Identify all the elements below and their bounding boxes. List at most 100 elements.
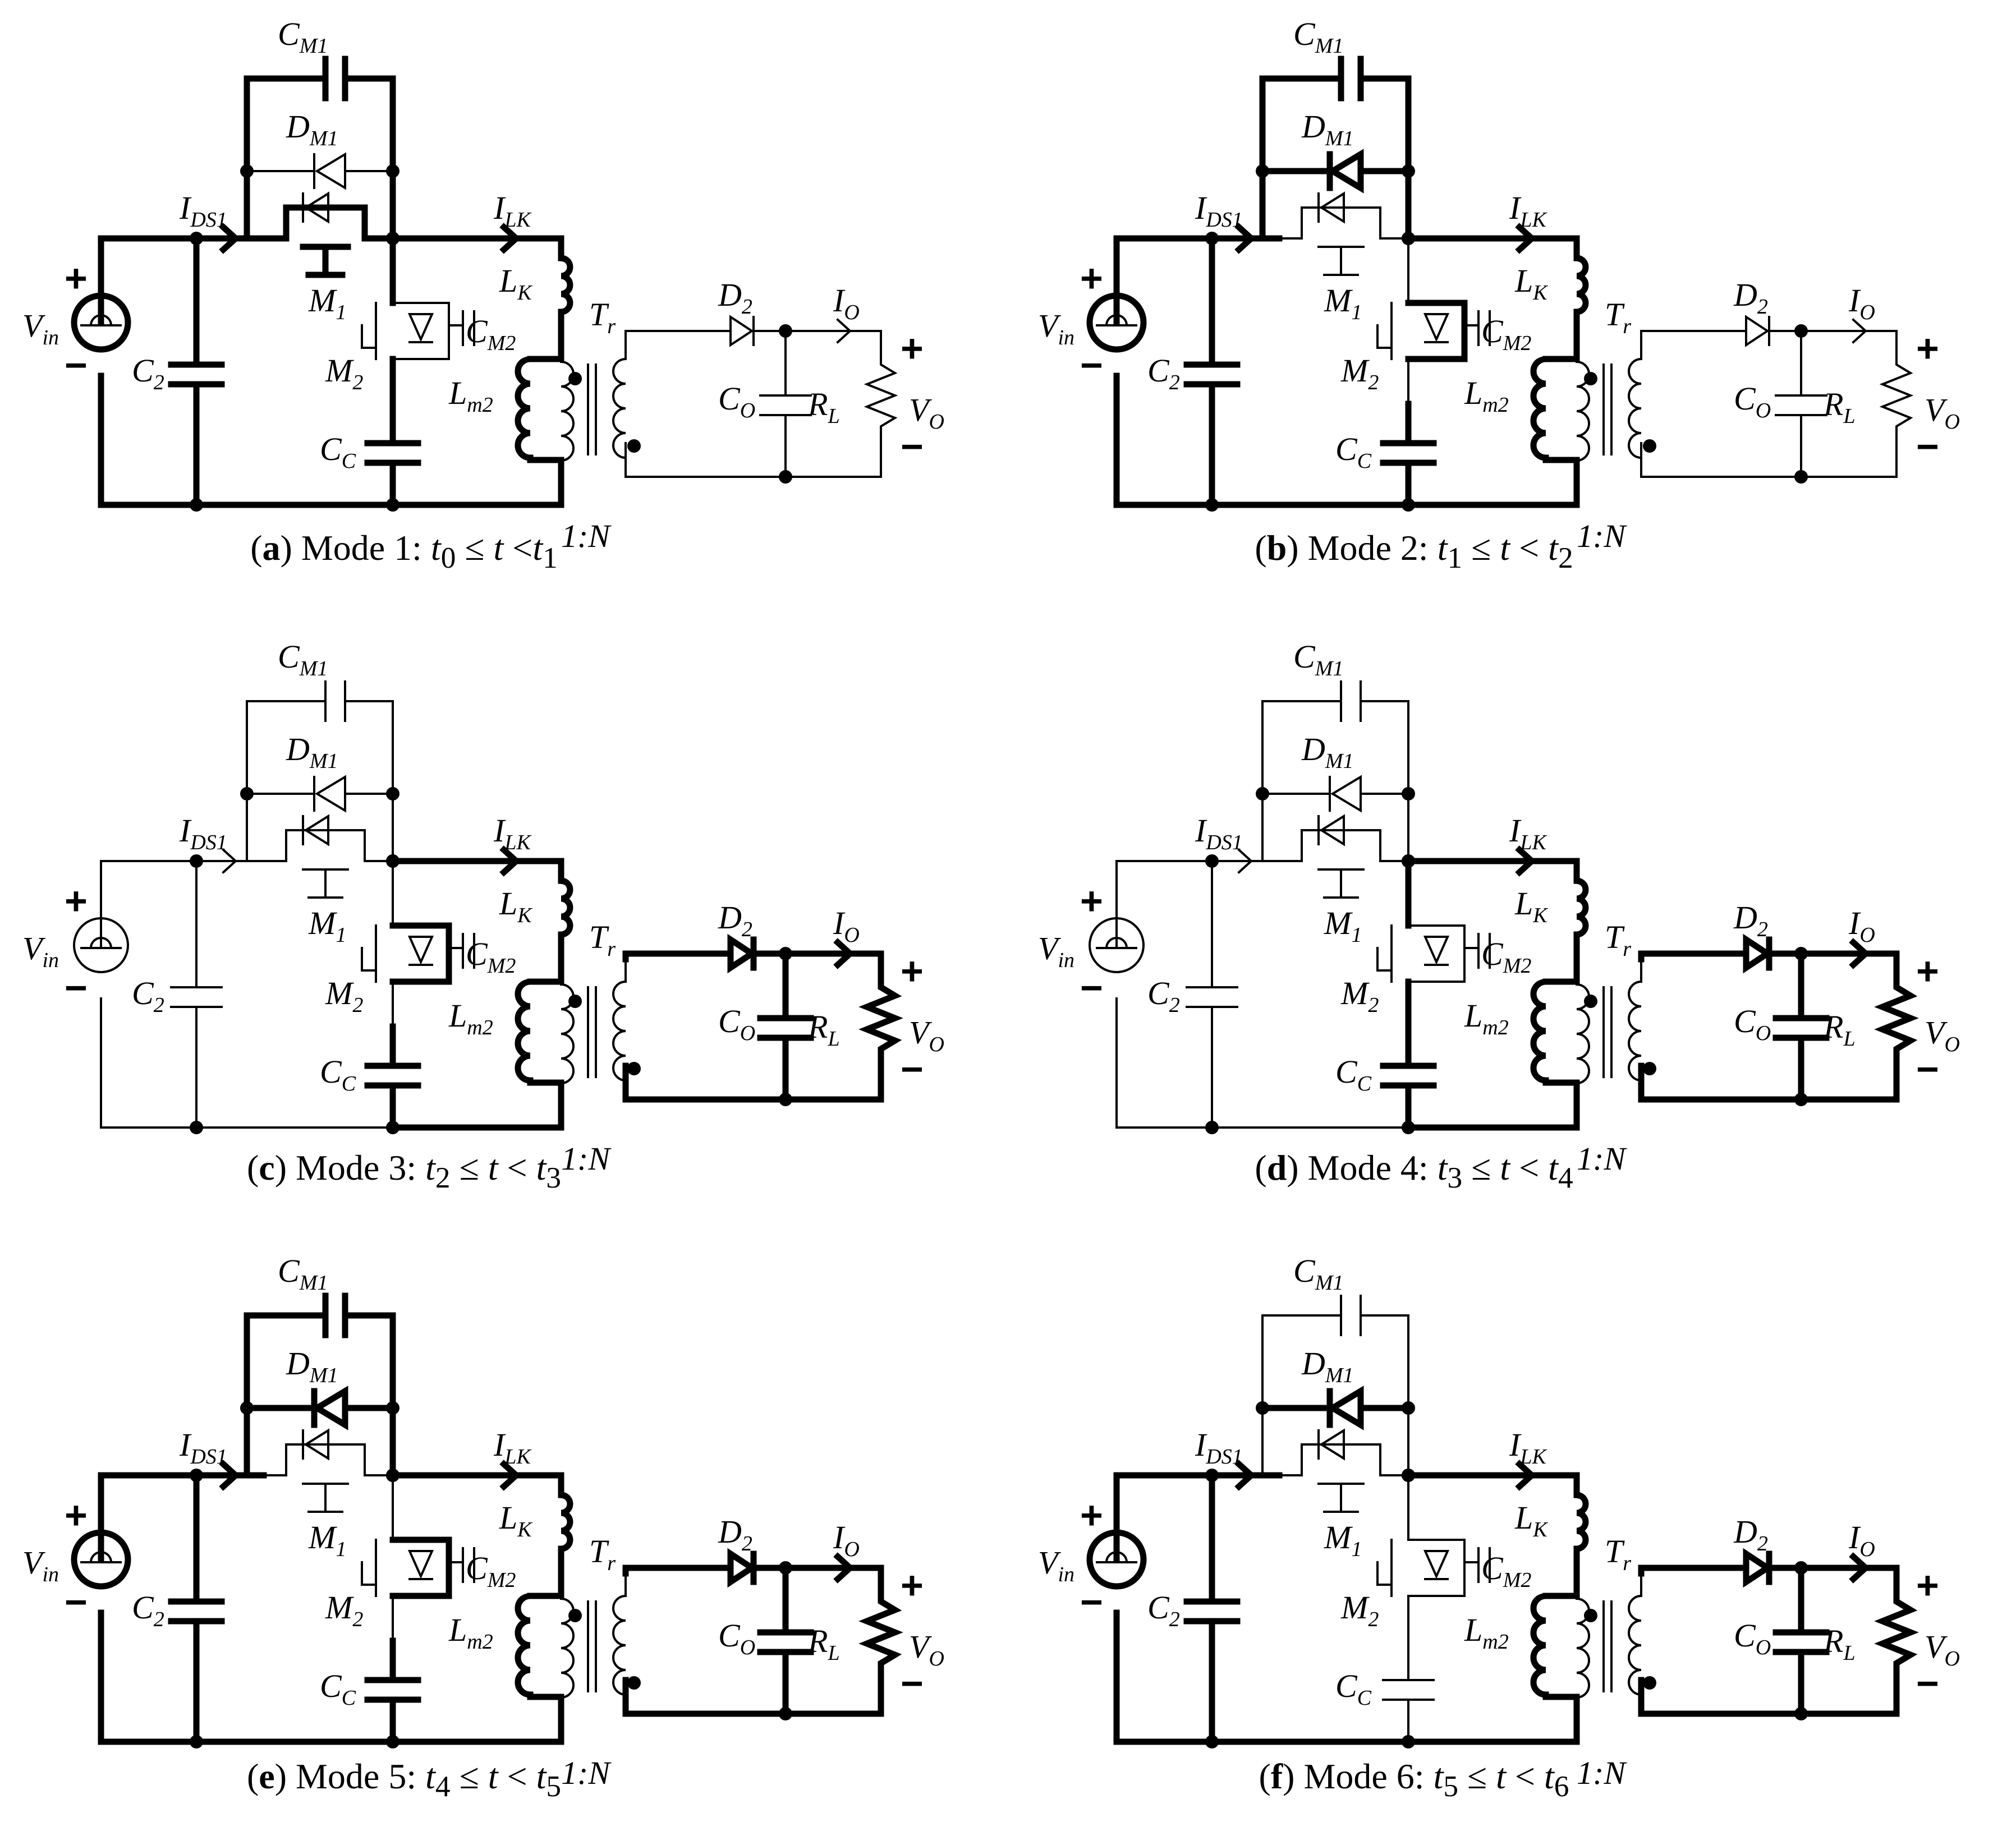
vin-source-symbol <box>80 1544 122 1564</box>
tr-dot-primary <box>568 1609 582 1622</box>
cm1-plates <box>1340 680 1362 722</box>
tr-label: Tr <box>589 296 616 338</box>
vo-minus: − <box>901 1662 924 1705</box>
dm1-diode <box>311 1386 348 1430</box>
turns-ratio-label: 1:N <box>1577 1140 1627 1177</box>
m2-body <box>1405 300 1468 362</box>
cm2-label: CM2 <box>1481 313 1531 355</box>
ids1-arrow <box>219 223 241 254</box>
m1-label: M1 <box>308 282 346 324</box>
tr-dot-secondary <box>627 1062 641 1075</box>
dm1-label: DM1 <box>286 1345 338 1387</box>
m2-body-diode <box>1423 936 1450 966</box>
c2-label: C2 <box>1147 352 1180 394</box>
sec-bot <box>1638 1062 1900 1103</box>
caption-mode: Mode 5: <box>296 1756 417 1796</box>
lk-to-lm2 <box>527 1559 564 1599</box>
d2-diode <box>727 933 758 974</box>
dm1-diode <box>313 775 346 813</box>
m1-switch <box>1278 206 1409 276</box>
vo-minus: − <box>1916 1047 1939 1091</box>
caption-e: (e) Mode 5: t4 ≤ t < t5 <box>246 1756 562 1803</box>
cm1-label: CM1 <box>1293 1253 1343 1295</box>
cc-plates <box>1382 1679 1435 1701</box>
d2-label: D2 <box>1733 1513 1768 1556</box>
cm1-plates <box>322 56 348 102</box>
vin-label: Vin <box>1038 1544 1074 1586</box>
vin-label: Vin <box>22 1544 59 1586</box>
caption-c: (c) Mode 3: t2 ≤ t < t3 <box>246 1148 562 1194</box>
c2-label: C2 <box>132 1589 164 1631</box>
vo-plus: + <box>1916 1563 1939 1607</box>
io-arrow <box>1852 318 1867 344</box>
co-label: CO <box>1734 380 1771 422</box>
caption-letter: f <box>1270 1756 1283 1796</box>
rl-label: RL <box>1823 1623 1856 1665</box>
cm1-loop <box>1261 1314 1409 1476</box>
vo-minus: − <box>901 1047 924 1091</box>
io-arrow <box>1849 938 1871 969</box>
m2-gate <box>361 924 377 983</box>
vo-label: VO <box>1925 1014 1960 1056</box>
co-label: CO <box>1734 1003 1771 1045</box>
lm2-label: Lm2 <box>448 997 493 1039</box>
tr-label: Tr <box>1605 919 1631 961</box>
node-m2-top <box>386 1469 399 1482</box>
lk-label: LK <box>499 1499 532 1541</box>
ilk-label: ILK <box>1509 1427 1547 1469</box>
tr-secondary <box>1628 335 1642 459</box>
vin-minus: − <box>65 343 88 387</box>
ilk-arrow <box>499 845 521 877</box>
m2-body <box>392 302 450 360</box>
c2-plates <box>1186 986 1238 1008</box>
vin-source-symbol <box>1096 307 1137 327</box>
cm2-cap <box>1463 933 1491 969</box>
rl-wire <box>858 1564 903 1717</box>
io-arrow <box>833 938 855 969</box>
m2-label: M2 <box>1340 975 1379 1017</box>
node-m2-top <box>386 854 399 868</box>
cm2-label: CM2 <box>1481 1550 1531 1592</box>
cc-plates <box>364 440 421 466</box>
tr-secondary <box>612 335 627 459</box>
lk-label: LK <box>1514 263 1548 305</box>
lm2-label: Lm2 <box>448 375 493 417</box>
vin-label: Vin <box>1038 930 1074 972</box>
cm2-label: CM2 <box>466 313 516 355</box>
ilk-label: ILK <box>493 190 531 232</box>
m1-body-diode <box>302 1428 329 1461</box>
m1-body-diode <box>302 814 329 846</box>
ilk-label: ILK <box>1509 812 1547 854</box>
rl-label: RL <box>1823 1009 1856 1051</box>
vo-plus: + <box>1916 949 1939 993</box>
m2-body <box>1407 924 1466 983</box>
tr-core <box>587 1600 597 1692</box>
lm2-inductor <box>515 978 564 1131</box>
sec-bot <box>624 442 882 478</box>
vin-plus: + <box>1080 879 1103 923</box>
ids1-arrow <box>1234 1460 1256 1491</box>
m1-label: M1 <box>308 905 346 947</box>
vo-minus: − <box>1916 1662 1939 1705</box>
dm1-label: DM1 <box>1301 1345 1354 1387</box>
m1-body-diode <box>1317 1428 1345 1461</box>
sec-top <box>622 950 884 963</box>
caption-mode: Mode 2: <box>1307 528 1429 568</box>
m1-switch <box>263 829 394 899</box>
m1-label: M1 <box>1324 905 1362 947</box>
cm1-label: CM1 <box>1293 638 1343 680</box>
vin-source-circle <box>1089 917 1145 973</box>
vin-source-symbol <box>80 307 122 327</box>
m2-body <box>389 922 452 985</box>
caption-mode: Mode 6: <box>1303 1756 1425 1796</box>
cc-label: CC <box>1335 431 1372 473</box>
node-dm1-left <box>240 1401 254 1415</box>
c2-label: C2 <box>132 352 164 394</box>
m1-switch <box>260 204 396 278</box>
cm2-cap <box>448 933 475 969</box>
ilk-arrow <box>499 1460 521 1491</box>
cc-label: CC <box>320 1053 356 1096</box>
turns-ratio-label: 1:N <box>1577 518 1627 554</box>
node-dm1-left <box>1256 164 1269 178</box>
caption-b: (b) Mode 2: t1 ≤ t < t2 <box>1255 528 1573 574</box>
